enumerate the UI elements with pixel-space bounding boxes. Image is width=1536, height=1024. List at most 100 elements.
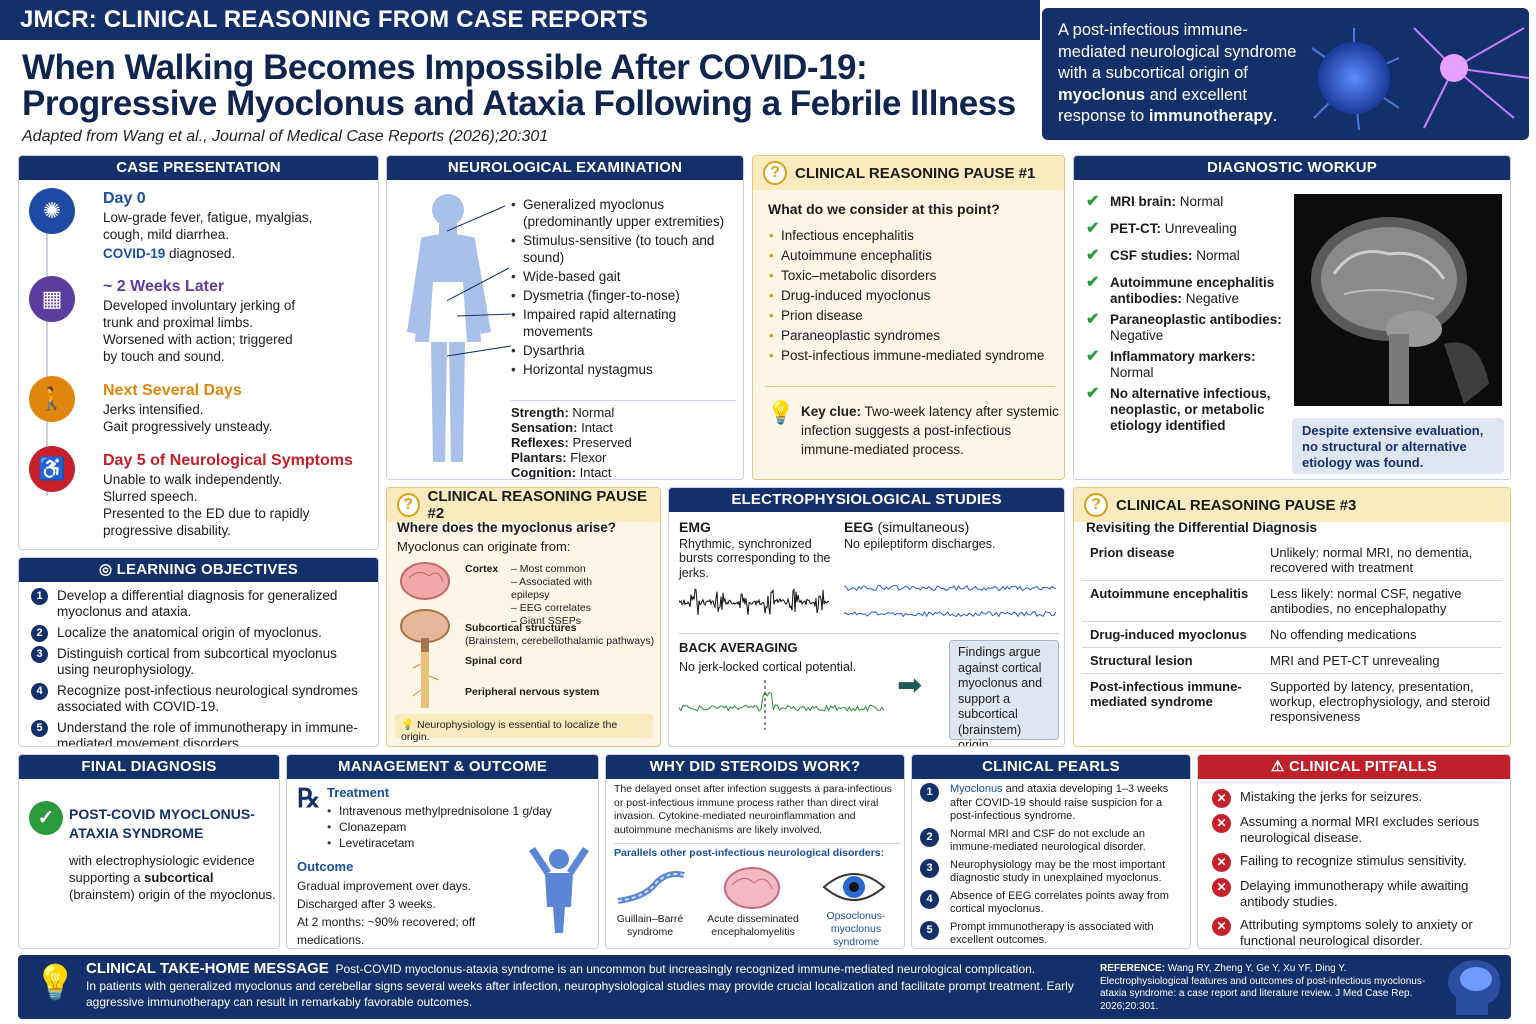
step-text: by touch and sound. [103, 349, 225, 364]
step-day5-title: Day 5 of Neurological Symptoms [103, 452, 353, 469]
treatment-item: Levetiracetam [327, 835, 597, 851]
differential-item: Paraneoplastic syndromes [769, 326, 1059, 346]
step-text: Low-grade fever, fatigue, myalgias, [103, 210, 313, 225]
body-figure-icon [407, 194, 491, 462]
treatment-list: Intravenous methylprednisolone 1 g/day C… [327, 803, 597, 851]
lightbulb-icon: 💡 [767, 400, 795, 425]
pause-2-header: ?CLINICAL REASONING PAUSE #2 [387, 488, 660, 522]
workup-item: ✔Autoimmune encephalitis antibodies: Neg… [1086, 274, 1275, 307]
eeg-trace [844, 584, 1056, 618]
workup-note: Despite extensive evaluation, no structu… [1292, 418, 1504, 474]
exam-finding: Dysarthria [511, 342, 736, 359]
why-steroids-header: WHY DID STEROIDS WORK? [606, 755, 904, 779]
step-text: progressive disability. [103, 523, 232, 538]
step-text: Worsened with action; triggered [103, 332, 293, 347]
origin-cortex: Cortex – Most common– Associated with ep… [465, 563, 593, 627]
clinical-pitfalls-header: ⚠ CLINICAL PITFALLS [1198, 755, 1510, 779]
step-text: trunk and proximal limbs. [103, 315, 254, 330]
take-home-body: In patients with generalized myoclonus a… [86, 978, 1074, 1010]
arrow-right-icon: ➡ [897, 669, 923, 702]
exam-finding: Wide-based gait [511, 268, 736, 285]
check-icon: ✔ [1086, 311, 1100, 328]
page-title: When Walking Becomes Impossible After CO… [22, 50, 1032, 122]
wheelchair-icon: ♿ [29, 446, 75, 492]
exam-normal-row: Sensation: Intact [511, 420, 613, 435]
exam-normal-row: Strength: Normal [511, 405, 615, 420]
treatment-item: Clonazepam [327, 819, 597, 835]
parallel-oms: Opsoclonus-myoclonus syndrome [826, 910, 886, 948]
x-icon: ✕ [1212, 789, 1231, 808]
check-icon: ✔ [1086, 220, 1100, 237]
final-diagnosis-header: FINAL DIAGNOSIS [19, 755, 279, 779]
why-steroids-panel: WHY DID STEROIDS WORK? The delayed onset… [605, 754, 905, 949]
emg-trace [679, 587, 829, 616]
table-row: Post-infectious immune-mediated syndrome… [1090, 679, 1491, 724]
check-icon: ✔ [1086, 193, 1100, 210]
outcome-item: At 2 months: ~90% recovered; off medicat… [297, 915, 476, 947]
clinical-pitfalls-panel: ⚠ CLINICAL PITFALLS ✕Mistaking the jerks… [1197, 754, 1511, 949]
origin-subcortical: Subcortical structures(Brainstem, cerebe… [465, 622, 655, 647]
diagnostic-workup-panel: DIAGNOSTIC WORKUP ✔MRI brain: Normal ✔PE… [1073, 155, 1511, 480]
head-brain-icon [1448, 960, 1501, 1015]
pitfall-item: ✕Delaying immunotherapy while awaiting a… [1212, 878, 1504, 910]
journal-band: JMCR: CLINICAL REASONING FROM CASE REPOR… [0, 0, 1040, 40]
outcome-item: Discharged after 3 weeks. [297, 897, 436, 911]
title-line-1: When Walking Becomes Impossible After CO… [22, 48, 868, 87]
pause-1-header: ?CLINICAL REASONING PAUSE #1 [753, 156, 1064, 190]
parallel-gbs: Guillain–Barré syndrome [616, 913, 684, 938]
step-text: Slurred speech. [103, 489, 198, 504]
differential-item: Drug-induced myoclonus [769, 286, 1059, 306]
back-averaging-title: BACK AVERAGING [679, 640, 798, 655]
eeg-section: EEG (simultaneous) No epileptiform disch… [844, 519, 996, 551]
back-averaging-trace [679, 680, 884, 730]
exam-finding: Generalized myoclonus (predominantly upp… [511, 196, 736, 230]
reasoning-pause-3-panel: ?CLINICAL REASONING PAUSE #3 Revisiting … [1073, 487, 1511, 747]
x-icon: ✕ [1212, 853, 1231, 872]
x-icon: ✕ [1212, 814, 1231, 833]
take-home-title: CLINICAL TAKE-HOME MESSAGE [86, 960, 329, 977]
workup-item: ✔CSF studies: Normal [1086, 247, 1240, 264]
pitfalls-list: ✕Mistaking the jerks for seizures. ✕Assu… [1212, 789, 1504, 948]
target-icon: ◎ [99, 561, 117, 578]
spinal-cord-icon [412, 652, 440, 708]
check-icon: ✔ [1086, 247, 1100, 264]
origin-spinal: Spinal cord [465, 655, 523, 667]
step-day0-title: Day 0 [103, 190, 146, 207]
eye-icon [822, 873, 886, 901]
calendar-icon: ▦ [29, 276, 75, 322]
pause-2-question: Where does the myoclonus arise? [397, 520, 617, 535]
reasoning-pause-1-panel: ?CLINICAL REASONING PAUSE #1 What do we … [752, 155, 1065, 480]
reference-text: REFERENCE: Wang RY, Zheng Y, Ge Y, Xu YF… [1100, 963, 1426, 1012]
prescription-icon: ℞ [297, 783, 321, 813]
question-icon: ? [763, 161, 787, 185]
origin-peripheral: Peripheral nervous system [465, 686, 600, 698]
steroids-explanation: The delayed onset after infection sugges… [614, 783, 892, 836]
differential-item: Prion disease [769, 306, 1059, 326]
case-presentation-header: CASE PRESENTATION [19, 156, 378, 180]
workup-item: ✔No alternative infectious, neoplastic, … [1086, 385, 1271, 434]
neuro-exam-header: NEUROLOGICAL EXAMINATION [387, 156, 743, 180]
treatment-item: Intravenous methylprednisolone 1 g/day [327, 803, 597, 819]
emg-section: EMG Rhythmic, synchronized bursts corres… [679, 519, 831, 580]
exam-finding: Horizontal nystagmus [511, 361, 736, 378]
virus-neuron-illustration [1311, 27, 1529, 131]
take-home-footer: 💡 CLINICAL TAKE-HOME MESSAGE Post-COVID … [18, 955, 1511, 1019]
pitfall-item: ✕Assuming a normal MRI excludes serious … [1212, 814, 1504, 846]
brainstem-icon [400, 609, 450, 652]
check-icon: ✔ [1086, 348, 1100, 365]
learning-objectives-header: ◎ LEARNING OBJECTIVES [19, 558, 378, 582]
step-2weeks-title: ~ 2 Weeks Later [103, 278, 225, 295]
electrophysiology-panel: ELECTROPHYSIOLOGICAL STUDIES EMG Rhythmi… [668, 487, 1065, 747]
